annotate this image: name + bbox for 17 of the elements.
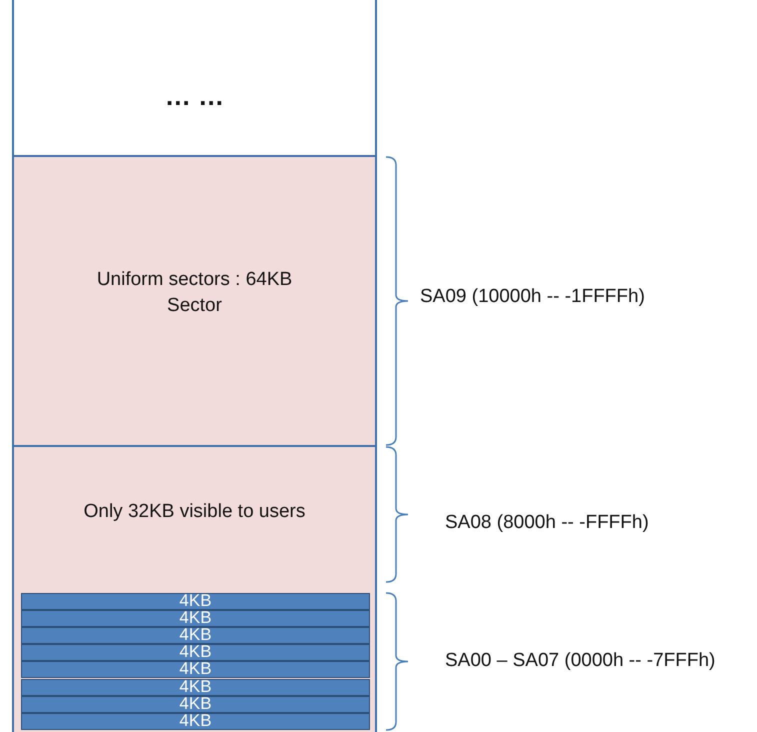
sub-sector-bar: 4KB [21,712,370,730]
sub-sector-bar: 4KB [21,696,370,713]
sector-label: Uniform sectors : 64KB Sector [96,268,294,318]
sector-box [12,155,377,447]
address-range-label: SA09 (10000h -- -1FFFFh) [420,286,645,308]
address-range-label: SA00 – SA07 (0000h -- -7FFFh) [445,650,716,672]
sub-sector-bar: 4KB [21,644,370,662]
sub-sector-bar: 4KB [21,661,370,678]
sector-label: Only 32KB visible to users [82,500,306,524]
sub-sector-bar: 4KB [21,627,370,644]
sub-sector-bar: 4KB [21,593,370,610]
address-range-label: SA08 (8000h -- -FFFFh) [445,512,649,534]
ellipsis-text: … … [164,83,226,109]
sector-box [12,445,377,732]
sub-sector-bar: 4KB [21,678,370,696]
memory-region [12,0,377,157]
sub-sector-bar: 4KB [21,610,370,628]
